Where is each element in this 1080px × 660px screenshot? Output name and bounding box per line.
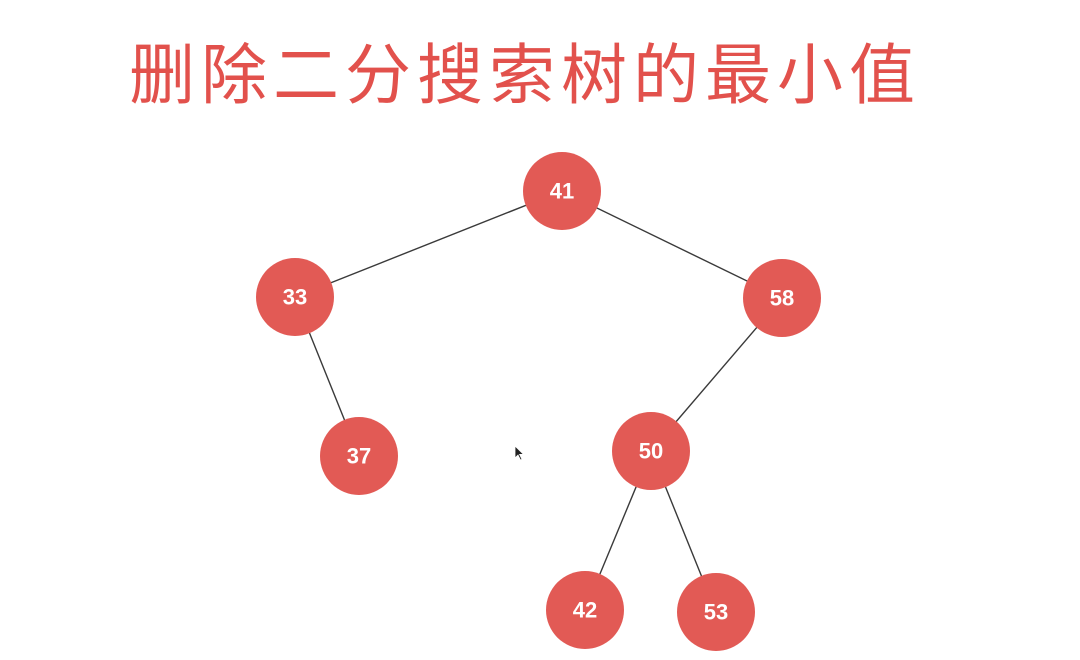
- tree-node-circle: [256, 258, 334, 336]
- tree-node-41: 41: [523, 152, 601, 230]
- tree-node-label: 41: [550, 179, 574, 204]
- tree-node-circle: [677, 573, 755, 651]
- tree-edge-n41-n33: [294, 190, 563, 298]
- tree-nodes: 41 33 58 37 50 42 53: [256, 152, 821, 651]
- page-title: 删除二分搜索树的最小值: [129, 37, 921, 114]
- tree-node-50: 50: [612, 412, 690, 490]
- tree-node-label: 58: [770, 286, 794, 311]
- mouse-pointer-icon: [514, 445, 525, 461]
- tree-node-label: 53: [704, 600, 728, 625]
- tree-edge-n41-n58: [561, 190, 783, 299]
- tree-node-label: 33: [283, 285, 307, 310]
- tree-node-circle: [612, 412, 690, 490]
- tree-edges: [294, 190, 783, 613]
- tree-node-label: 42: [573, 598, 597, 623]
- tree-node-label: 37: [347, 444, 371, 469]
- tree-node-circle: [320, 417, 398, 495]
- tree-node-label: 50: [639, 439, 663, 464]
- tree-node-circle: [546, 571, 624, 649]
- tree-node-53: 53: [677, 573, 755, 651]
- tree-node-37: 37: [320, 417, 398, 495]
- tree-node-33: 33: [256, 258, 334, 336]
- tree-node-circle: [523, 152, 601, 230]
- tree-node-42: 42: [546, 571, 624, 649]
- tree-node-circle: [743, 259, 821, 337]
- tree-node-58: 58: [743, 259, 821, 337]
